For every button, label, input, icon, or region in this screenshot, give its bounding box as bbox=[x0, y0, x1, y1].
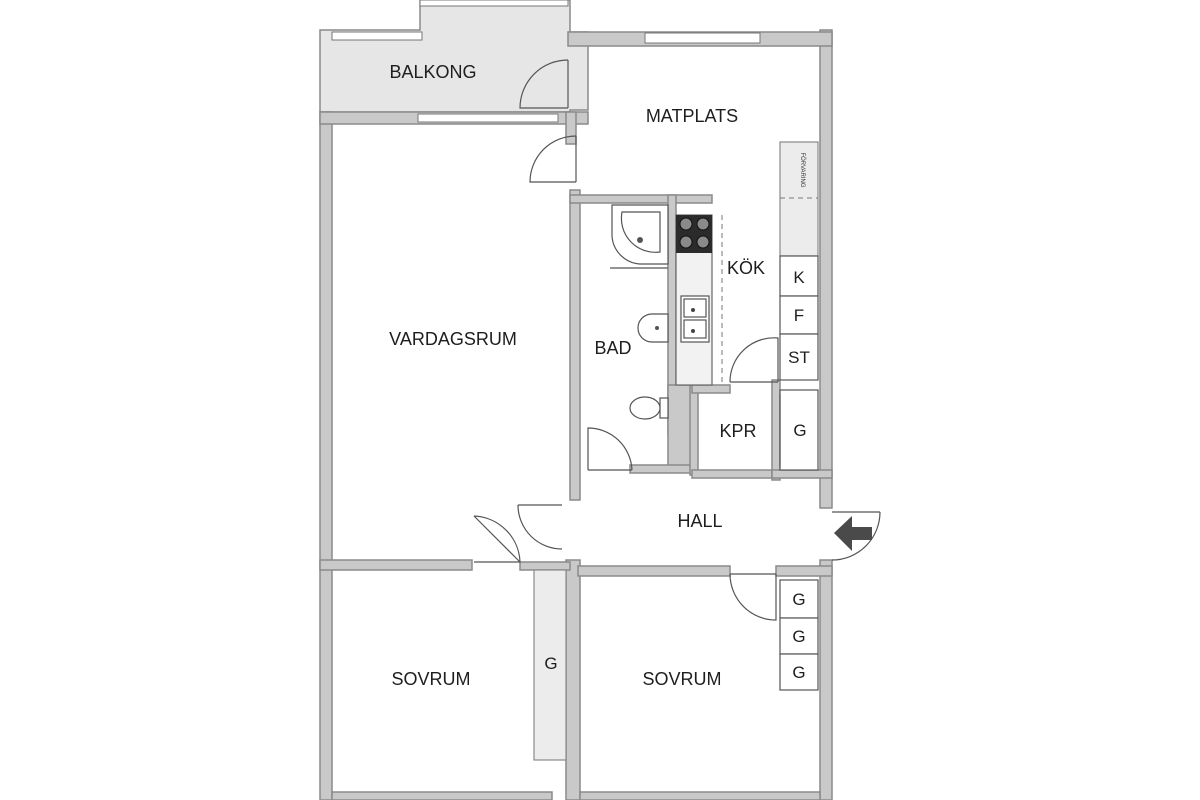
room-label-kitchen: KÖK bbox=[727, 258, 765, 278]
wall-pantry-left bbox=[689, 384, 699, 476]
room-label-living: VARDAGSRUM bbox=[389, 329, 517, 349]
room-label-pantry: KPR bbox=[719, 421, 756, 441]
wall-bath-bottom bbox=[629, 464, 693, 474]
hall-wardrobe-label-3: G bbox=[792, 663, 805, 682]
room-label-bath: BAD bbox=[594, 338, 631, 358]
burner bbox=[679, 235, 693, 249]
hall-wardrobe-label-2: G bbox=[792, 627, 805, 646]
wall-left-outer bbox=[319, 111, 333, 800]
door-bedroom-left bbox=[473, 515, 521, 563]
bathtub-icon bbox=[611, 204, 669, 265]
door-living-dining bbox=[529, 135, 577, 183]
door-entrance bbox=[831, 511, 881, 561]
wall-living-bath bbox=[569, 189, 581, 501]
balcony-rail bbox=[331, 31, 423, 41]
room-label-bedroom-left: SOVRUM bbox=[391, 669, 470, 689]
broom-cabinet bbox=[779, 333, 819, 381]
storage-label: FÖRVARING bbox=[799, 152, 806, 187]
door-kitchen-hall bbox=[729, 337, 779, 383]
pantry-wardrobe bbox=[779, 389, 819, 471]
bedroom-wardrobe bbox=[533, 569, 567, 761]
toilet-icon bbox=[629, 396, 669, 420]
hall-wardrobe-3 bbox=[779, 653, 819, 691]
wall-pantry-top bbox=[691, 384, 731, 394]
room-label-balcony: BALKONG bbox=[389, 62, 476, 82]
balcony-slab bbox=[319, 0, 589, 113]
room-label-bedroom-right: SOVRUM bbox=[642, 669, 721, 689]
wall-bed-divider bbox=[565, 559, 581, 800]
window-living bbox=[417, 113, 559, 123]
washbasin-icon bbox=[637, 313, 669, 343]
room-label-hall: HALL bbox=[677, 511, 722, 531]
wall-pantry-bottom bbox=[691, 469, 773, 479]
storage-cabinet bbox=[779, 141, 819, 257]
door-living-hall bbox=[517, 504, 563, 550]
bedroom-wardrobe-label: G bbox=[544, 654, 557, 673]
freezer-cabinet bbox=[779, 295, 819, 335]
hall-wardrobe-1 bbox=[779, 579, 819, 619]
room-label-dining: MATPLATS bbox=[646, 106, 738, 126]
wall-bed-right-top bbox=[577, 565, 731, 577]
door-bath bbox=[587, 427, 633, 471]
broom-label: ST bbox=[788, 348, 810, 367]
pantry-wardrobe-label: G bbox=[793, 421, 806, 440]
balcony-rail bbox=[419, 0, 569, 7]
wall-living-bottom bbox=[319, 559, 473, 571]
hall-wardrobe-label-1: G bbox=[792, 590, 805, 609]
wall-living-kitchen bbox=[565, 111, 577, 145]
wall-bottom bbox=[579, 791, 821, 800]
door-bedroom-right bbox=[729, 573, 777, 621]
wall-bed-left-stub bbox=[519, 561, 571, 571]
wall-hall-top-right bbox=[771, 469, 833, 479]
wall-bath-top bbox=[569, 194, 713, 204]
wall-hall-bottom-right bbox=[775, 565, 833, 577]
fridge-label: K bbox=[793, 268, 805, 287]
freezer-label: F bbox=[794, 306, 804, 325]
wall-right-outer-lower bbox=[819, 559, 833, 800]
wall-bath-lower bbox=[667, 384, 693, 468]
burner bbox=[696, 217, 710, 231]
wall-right-outer bbox=[819, 29, 833, 509]
window-dining bbox=[644, 32, 761, 44]
sink-icon bbox=[680, 295, 710, 343]
door-balcony bbox=[519, 59, 569, 109]
wall-pantry-right bbox=[771, 379, 781, 481]
burner bbox=[679, 217, 693, 231]
burner bbox=[696, 235, 710, 249]
entrance-arrow-icon bbox=[834, 516, 872, 551]
wall-bottom bbox=[331, 791, 553, 800]
